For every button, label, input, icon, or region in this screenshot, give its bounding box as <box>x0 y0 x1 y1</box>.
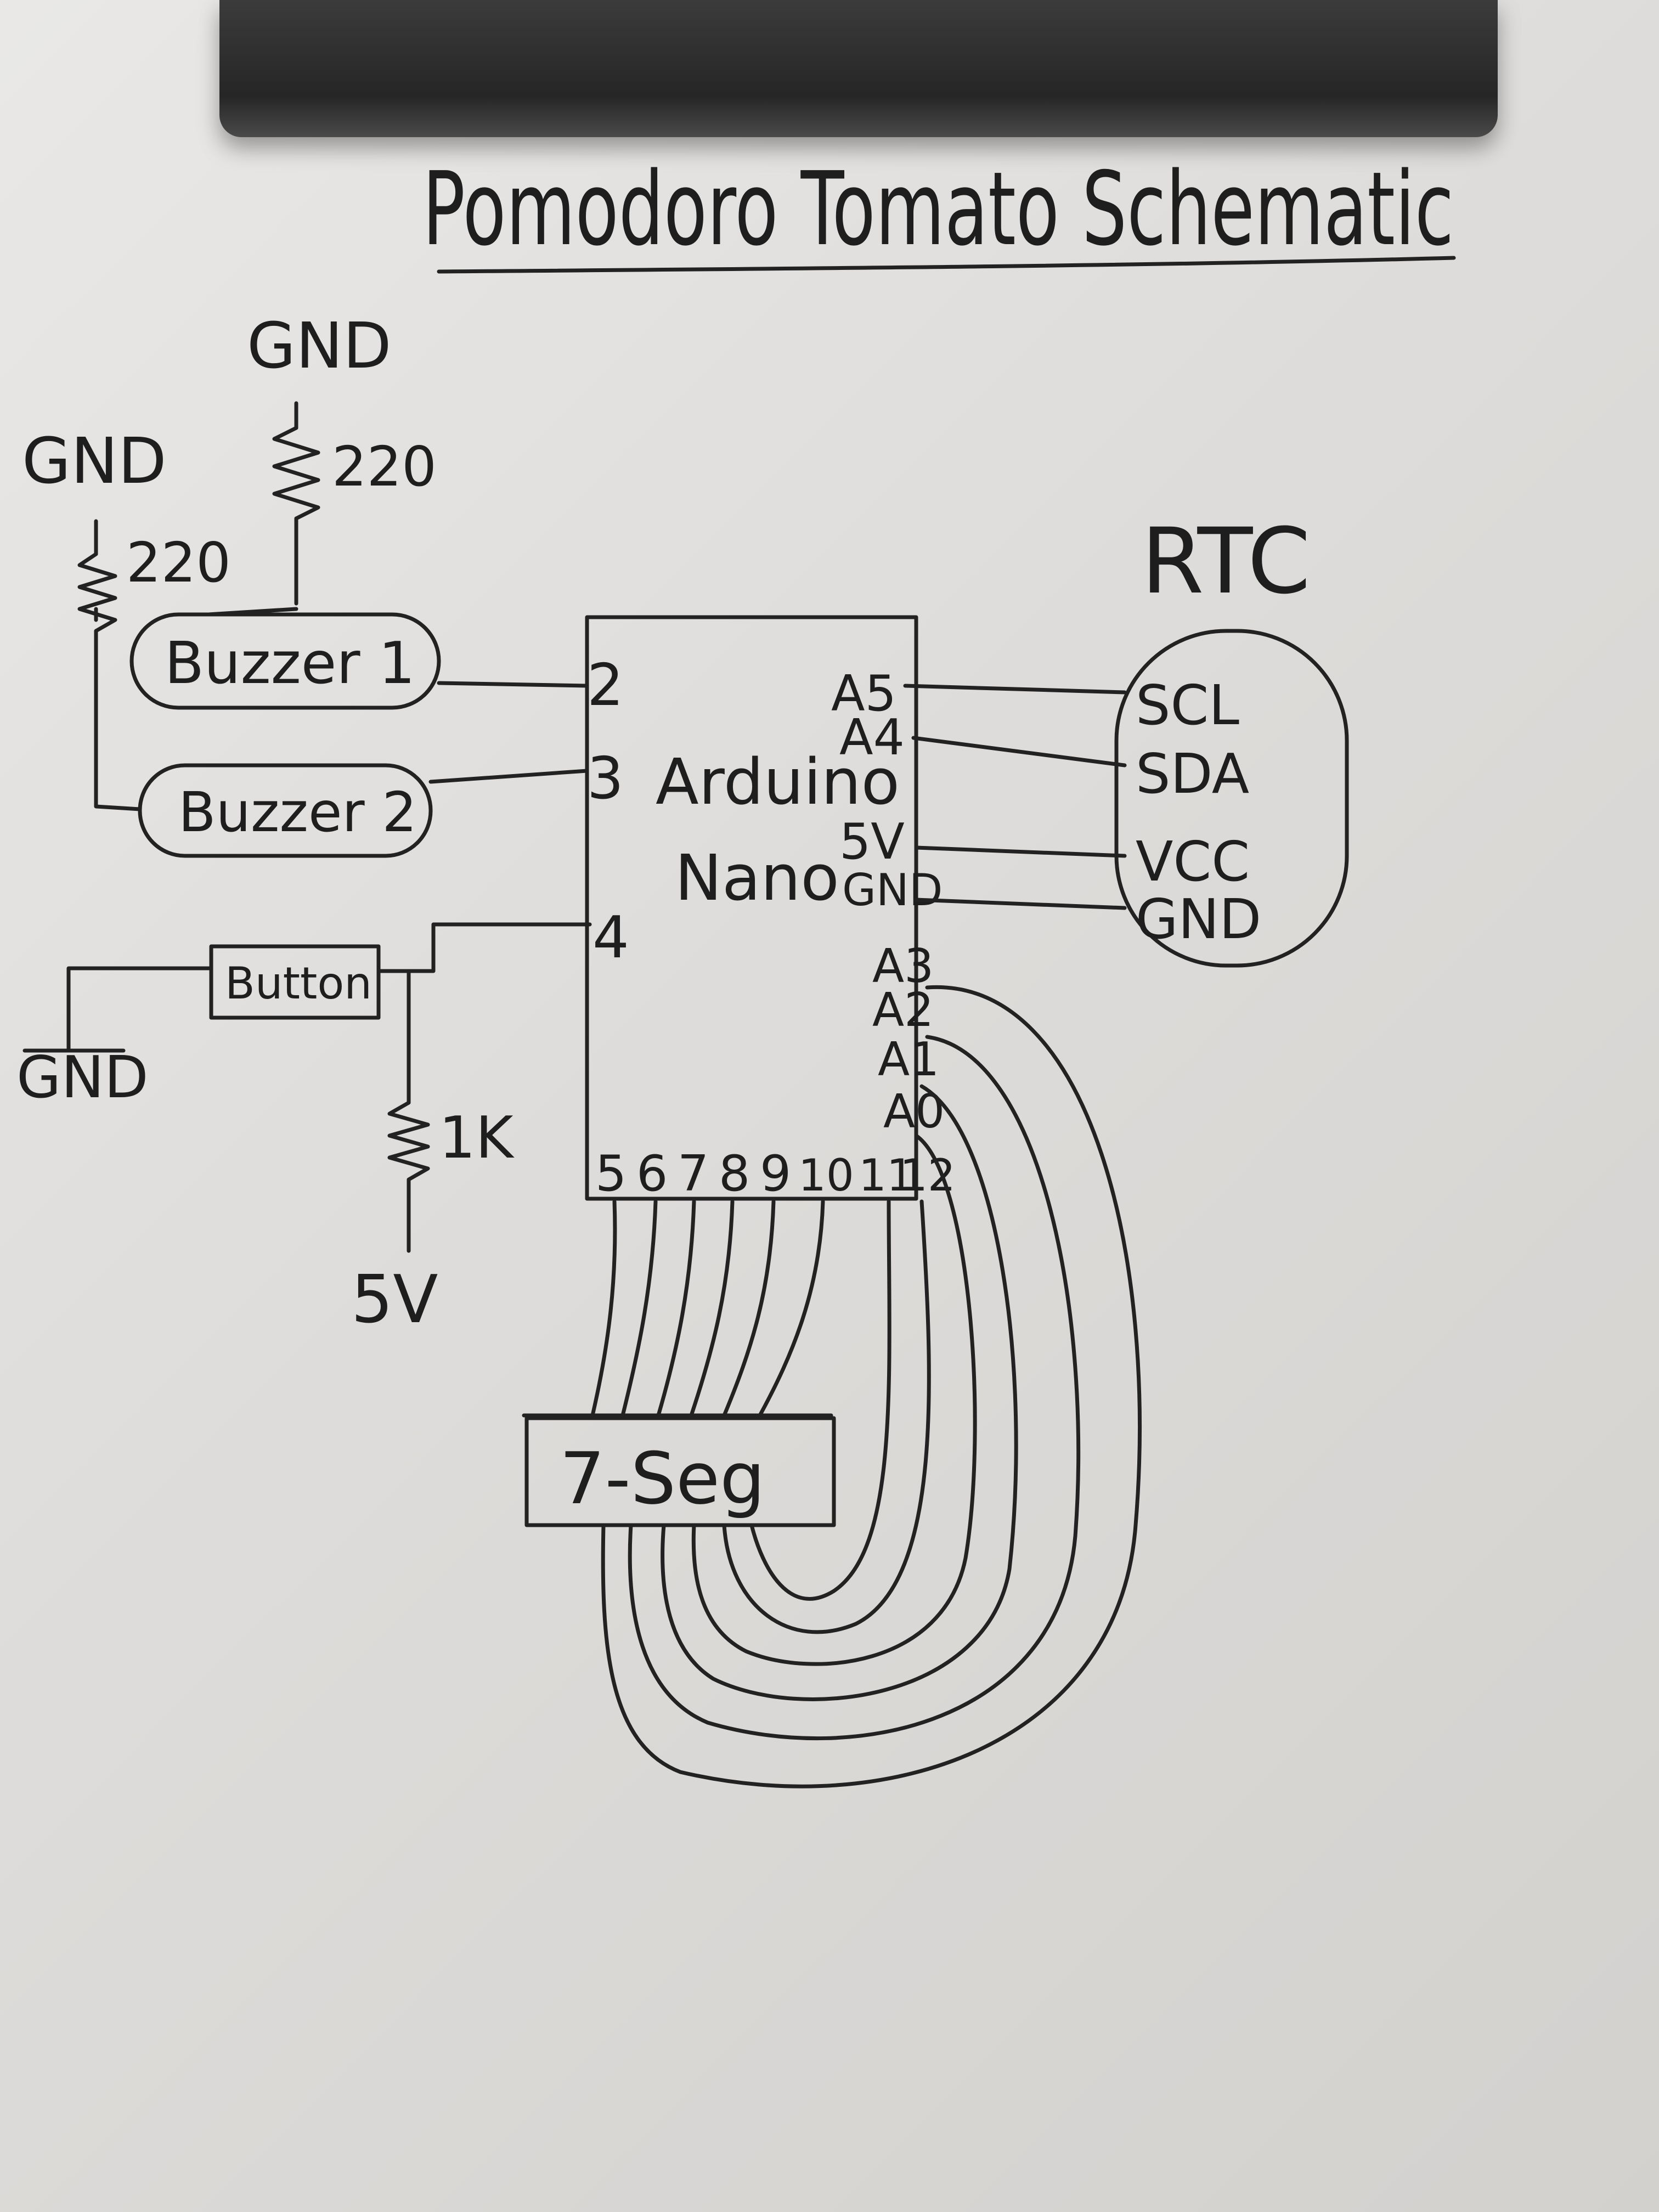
supply-5v-label: 5V <box>351 1262 438 1338</box>
wire-pin8 <box>689 1199 735 1418</box>
arduino-nano-board <box>585 615 918 1201</box>
pin-5v-label: 5V <box>839 813 905 871</box>
wires-to-seven-seg <box>590 1199 825 1418</box>
title-underline <box>437 256 1456 274</box>
buzzer-1 <box>129 612 441 710</box>
wire-a4-sda <box>911 736 1127 768</box>
pin-a3-label: A3 <box>872 939 934 994</box>
nano-label: Nano <box>675 842 839 915</box>
wire-button-pin4 <box>376 922 592 973</box>
wire-pin12-loop <box>722 1199 931 1634</box>
wire-buzzer1-pin2 <box>437 681 589 688</box>
wire-gnd-gnd <box>914 898 1127 910</box>
wire-5v-vcc <box>914 845 1127 858</box>
wire-a3-loop <box>601 985 1142 1788</box>
wire-a2-loop <box>628 1035 1081 1740</box>
wire-pin6 <box>620 1199 658 1418</box>
arduino-label: Arduino <box>656 746 900 819</box>
wire-pin5 <box>590 1199 617 1418</box>
gnd-left-label: GND <box>22 425 167 498</box>
resistor-220-left-label: 220 <box>126 531 231 595</box>
wire-pin10 <box>758 1199 825 1418</box>
seven-seg-display <box>524 1416 836 1527</box>
pin-8-label: 8 <box>719 1145 750 1203</box>
pin-gnd-label: GND <box>842 865 943 916</box>
rtc-vcc-label: VCC <box>1136 830 1250 894</box>
resistor-1k-label: 1K <box>439 1104 515 1171</box>
rtc-gnd-label: GND <box>1136 887 1261 951</box>
pin-10-label: 10 <box>798 1150 854 1201</box>
gnd-top-label: GND <box>247 309 392 383</box>
wire-a1-loop <box>661 1084 1018 1701</box>
push-button <box>209 944 381 1020</box>
button-label: Button <box>225 958 372 1009</box>
rtc-label: RTC <box>1141 509 1311 614</box>
wire-button-gnd <box>66 966 213 1053</box>
wire-pin7 <box>656 1199 696 1418</box>
pin-a4-label: A4 <box>839 709 905 766</box>
wire-pin9 <box>722 1199 776 1418</box>
resistor-220-top <box>272 401 320 606</box>
rtc-scl-label: SCL <box>1136 673 1239 737</box>
pin-a0-label: A0 <box>883 1085 945 1139</box>
pin-7-label: 7 <box>678 1145 709 1203</box>
pin-9-label: 9 <box>760 1145 791 1203</box>
rtc-sda-label: SDA <box>1136 742 1249 806</box>
loop-wires <box>601 985 1142 1788</box>
pin-3-label: 3 <box>587 745 624 812</box>
pin-a5-label: A5 <box>831 665 896 723</box>
buzzer-2-label: Buzzer 2 <box>178 780 417 844</box>
diagram-title: Pomodoro Tomato Schematic <box>422 150 1454 268</box>
resistor-1k <box>387 969 430 1253</box>
rtc-module <box>1114 629 1349 968</box>
resistor-220-top-label: 220 <box>332 435 437 499</box>
clipboard-clip <box>219 0 1498 137</box>
bottom-pin-labels: 5 6 7 8 9 10 11 12 <box>595 1145 956 1203</box>
pin-5-label: 5 <box>595 1145 627 1203</box>
wire-buzzer-ground-join <box>94 607 298 622</box>
resistor-220-left <box>77 519 142 811</box>
buzzer-1-label: Buzzer 1 <box>165 630 415 697</box>
pin-a1-label: A1 <box>878 1032 939 1087</box>
wire-pin11-loop <box>749 1199 891 1601</box>
pin-11-label: 11 <box>859 1150 915 1201</box>
wire-a5-scl <box>903 684 1127 695</box>
pin-2-label: 2 <box>587 652 624 719</box>
wire-buzzer2-pin3 <box>428 769 589 784</box>
pin-6-label: 6 <box>636 1145 668 1203</box>
pin-4-label: 4 <box>592 904 629 971</box>
wire-a0-loop <box>691 1133 977 1666</box>
pin-a2-label: A2 <box>872 983 934 1037</box>
seven-seg-label: 7-Seg <box>560 1437 765 1520</box>
gnd-button-label: GND <box>16 1044 149 1111</box>
